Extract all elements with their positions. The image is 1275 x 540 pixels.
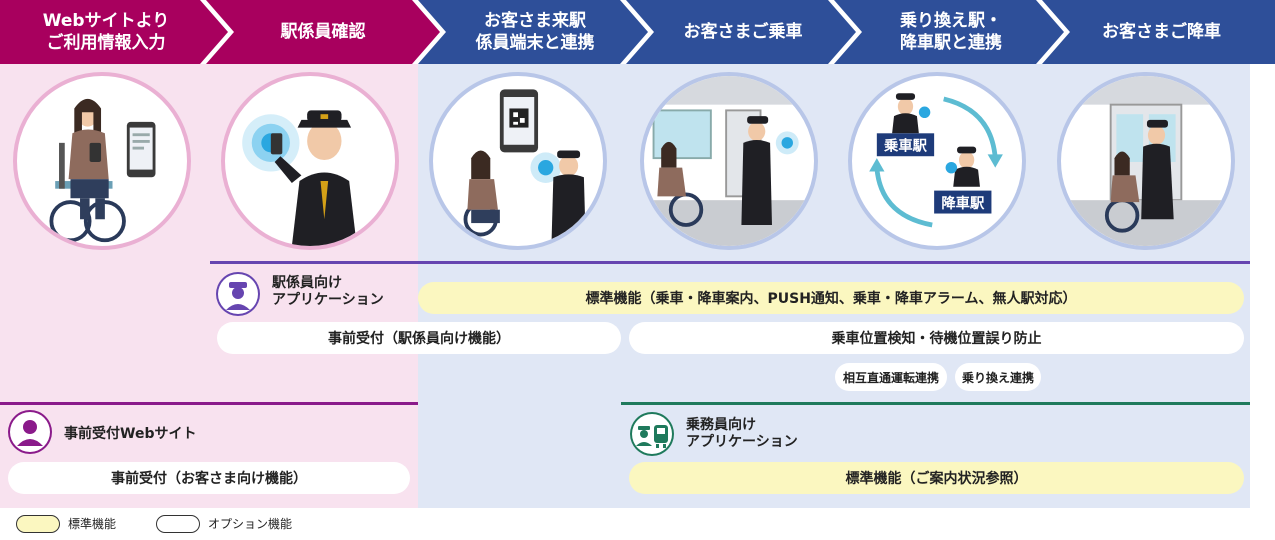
boarding-station-label: 乗車駅 [884, 136, 928, 154]
step-2-label: 駅係員確認 [280, 22, 366, 42]
step-5-chevron [834, 0, 1064, 64]
through-service-link: 相互直通運転連携 [835, 363, 947, 391]
illustration-staff-check [221, 72, 399, 250]
illustration-transfer-link: 乗車駅 降車駅 [848, 72, 1026, 250]
illustration-boarding [640, 72, 818, 250]
crew-train-icon [630, 412, 674, 456]
step-1-chevron [0, 0, 228, 64]
illustration-alighting [1057, 72, 1235, 250]
station-app-label: 駅係員向け アプリケーション [272, 275, 384, 308]
alighting-station-label: 降車駅 [941, 194, 985, 212]
customer-user-icon [8, 410, 52, 454]
step-3-chevron [418, 0, 648, 64]
illustration-customer-arrival [429, 72, 607, 250]
web-site-line [0, 402, 418, 405]
illustration-web-input [13, 72, 191, 250]
legend-standard-label: 標準機能 [68, 517, 117, 531]
crew-standard-features: 標準機能（ご案内状況参照） [629, 462, 1244, 494]
web-site-label: 事前受付Webサイト [64, 426, 197, 442]
position-check-feature: 乗車位置検知・待機位置誤り防止 [629, 322, 1244, 354]
legend-option-label: オプション機能 [208, 517, 293, 531]
process-steps: Webサイトより ご利用情報入力 駅係員確認 お客さま来駅 係員端末と連携 お客… [0, 0, 1275, 64]
step-4-chevron [626, 0, 856, 64]
crew-app-label: 乗務員向け アプリケーション [686, 417, 798, 450]
customer-pre-reception: 事前受付（お客さま向け機能） [8, 462, 410, 494]
station-pre-reception: 事前受付（駅係員向け機能） [217, 322, 621, 354]
legend-option-swatch [156, 515, 200, 533]
step-6-label: お客さまご降車 [1102, 22, 1221, 42]
step-5-label: 乗り換え駅・ 降車駅と連携 [900, 11, 1002, 53]
station-staff-icon [216, 272, 260, 316]
chevron-backgrounds [0, 0, 1275, 64]
step-1-label: Webサイトより ご利用情報入力 [42, 11, 170, 53]
crew-app-line [621, 402, 1250, 405]
step-3-label: お客さま来駅 係員端末と連携 [475, 11, 595, 53]
station-app-line [210, 261, 1250, 264]
step-4-label: お客さまご乗車 [683, 22, 803, 42]
step-2-chevron [206, 0, 440, 64]
legend-standard-swatch [16, 515, 60, 533]
step-6-chevron [1042, 0, 1275, 64]
station-standard-features: 標準機能（乗車・降車案内、PUSH通知、乗車・降車アラーム、無人駅対応） [418, 282, 1244, 314]
transfer-link: 乗り換え連携 [955, 363, 1041, 391]
